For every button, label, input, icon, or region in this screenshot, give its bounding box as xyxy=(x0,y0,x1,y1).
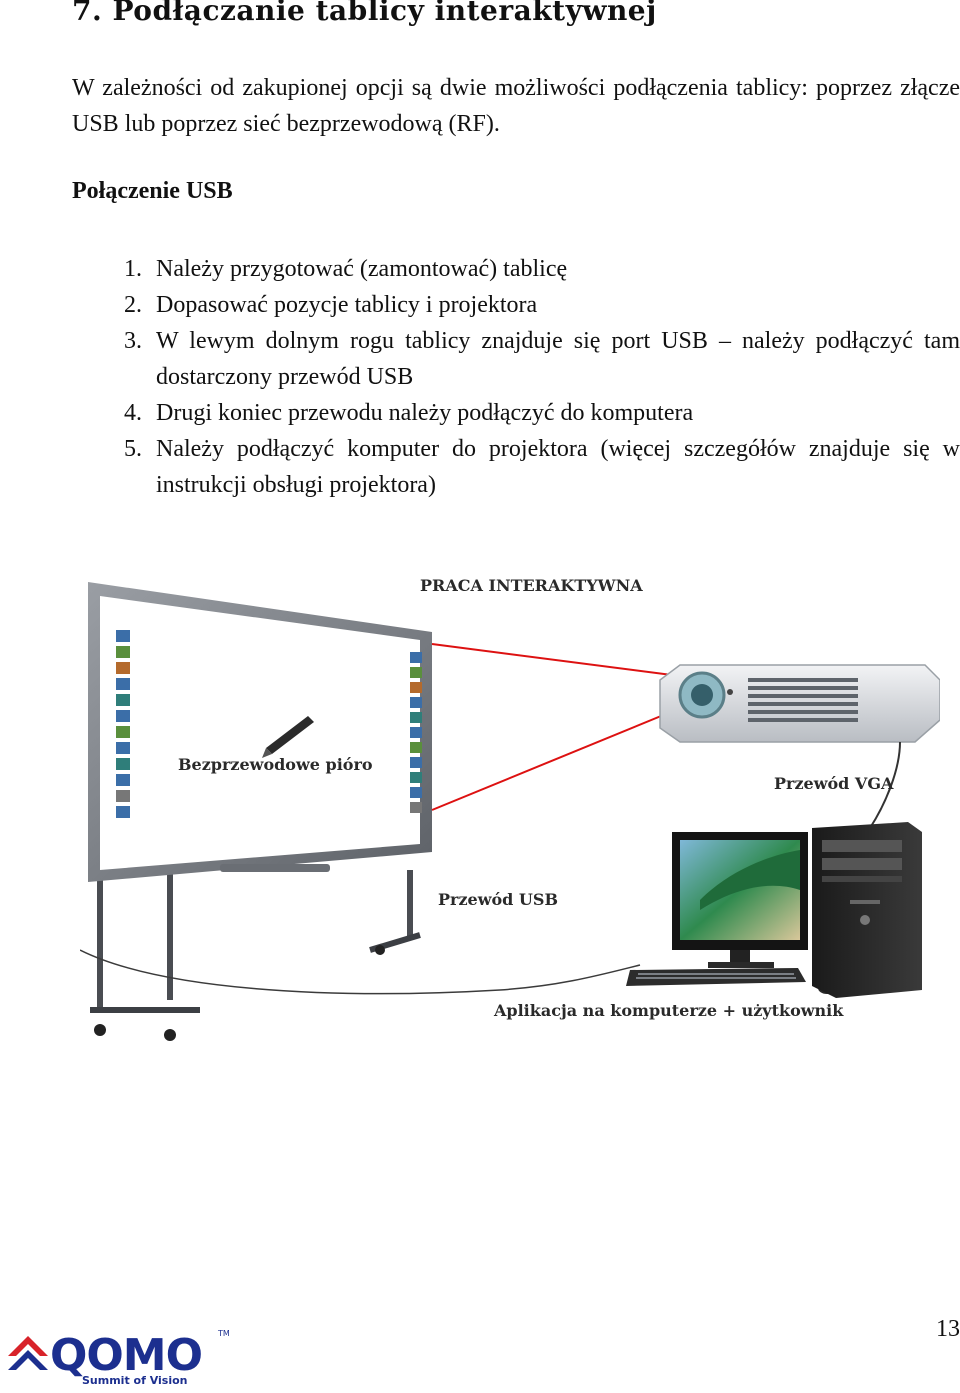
logo-tagline: Summit of Vision xyxy=(82,1374,188,1387)
connection-diagram: PRACA INTERAKTYWNA Bezprzewodowe pióro P… xyxy=(80,576,940,1041)
step-text: Dopasować pozycje tablicy i projektora xyxy=(156,292,538,318)
logo-trademark: TM xyxy=(217,1329,230,1338)
step-text: W lewym dolnym rogu tablicy znajduje się… xyxy=(156,328,960,390)
whiteboard xyxy=(88,582,432,1041)
list-item: 1. Należy przygotować (zamontować) tabli… xyxy=(72,251,960,287)
toolbar-icons-right xyxy=(410,652,422,813)
vga-cable xyxy=(869,741,901,829)
page-number: 13 xyxy=(936,1316,960,1342)
label-wireless-pen: Bezprzewodowe pióro xyxy=(178,755,373,774)
logo-wordmark: QOMO xyxy=(50,1330,202,1381)
label-interactive-work: PRACA INTERAKTYWNA xyxy=(420,576,643,595)
list-item: 2. Dopasować pozycje tablicy i projektor… xyxy=(72,287,960,323)
pen-icon xyxy=(262,716,314,758)
qomo-logo: QOMO TM Summit of Vision xyxy=(8,1329,230,1387)
projection-beams xyxy=(431,643,701,811)
step-number: 2. xyxy=(124,292,142,318)
step-number: 1. xyxy=(124,256,142,282)
keyboard xyxy=(626,968,806,986)
step-number: 3. xyxy=(124,328,142,354)
list-item: 5. Należy podłączyć komputer do projekto… xyxy=(72,431,960,503)
monitor xyxy=(672,832,808,968)
step-text: Należy podłączyć komputer do projektora … xyxy=(156,436,960,498)
qomo-logo-mark-icon xyxy=(8,1336,48,1370)
section-title: 7. Podłączanie tablicy interaktywnej xyxy=(72,0,657,27)
projector xyxy=(659,664,940,743)
step-text: Należy przygotować (zamontować) tablicę xyxy=(156,256,568,282)
toolbar-icons-left xyxy=(116,630,130,818)
list-item: 3. W lewym dolnym rogu tablicy znajduje … xyxy=(72,323,960,395)
list-item: 4. Drugi koniec przewodu należy podłączy… xyxy=(72,395,960,431)
usb-cable xyxy=(80,949,641,995)
subheading-usb: Połączenie USB xyxy=(72,178,233,204)
steps-list: 1. Należy przygotować (zamontować) tabli… xyxy=(72,251,960,503)
label-application-user: Aplikacja na komputerze + użytkownik xyxy=(493,1001,844,1020)
step-number: 5. xyxy=(124,436,142,462)
intro-paragraph: W zależności od zakupionej opcji są dwie… xyxy=(72,75,960,137)
label-usb-cable: Przewód USB xyxy=(438,890,558,909)
step-number: 4. xyxy=(124,400,142,426)
label-vga-cable: Przewód VGA xyxy=(774,774,894,793)
computer-tower xyxy=(812,822,922,998)
step-text: Drugi koniec przewodu należy podłączyć d… xyxy=(156,400,694,426)
